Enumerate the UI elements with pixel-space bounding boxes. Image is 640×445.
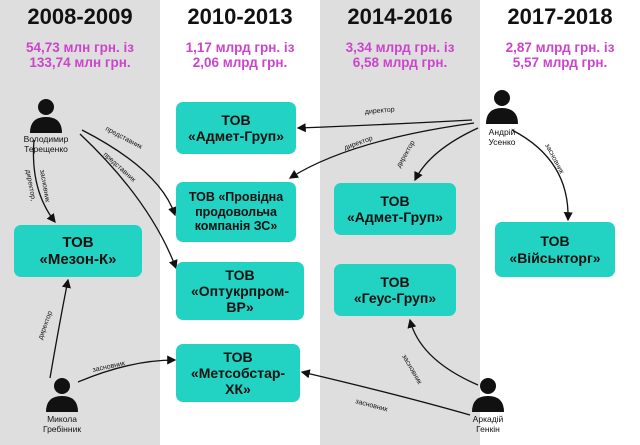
- company-mezon-k: ТОВ«Мезон-К»: [14, 225, 142, 277]
- period-heading: 2008-2009: [27, 4, 133, 29]
- company-metsobstar-hk: ТОВ«Метсобстар-ХК»: [176, 344, 300, 402]
- period-heading: 2010-2013: [187, 4, 293, 29]
- company-admet-grup-2010: ТОВ«Адмет-Груп»: [176, 102, 296, 154]
- company-geus-grup: ТОВ«Геус-Груп»: [334, 264, 456, 316]
- person-silhouette-icon: [472, 378, 504, 412]
- company-admet-grup-2014: ТОВ«Адмет-Груп»: [334, 183, 456, 235]
- company-viysktorg: ТОВ«Військторг»: [495, 222, 615, 277]
- person-silhouette-icon: [46, 378, 78, 412]
- company-optukrprom-vr: ТОВ«Оптукрпром-ВР»: [176, 262, 304, 320]
- person-silhouette-icon: [30, 99, 62, 133]
- period-heading: 2017-2018: [507, 4, 613, 29]
- period-heading: 2014-2016: [347, 4, 453, 29]
- person-silhouette-icon: [486, 90, 518, 124]
